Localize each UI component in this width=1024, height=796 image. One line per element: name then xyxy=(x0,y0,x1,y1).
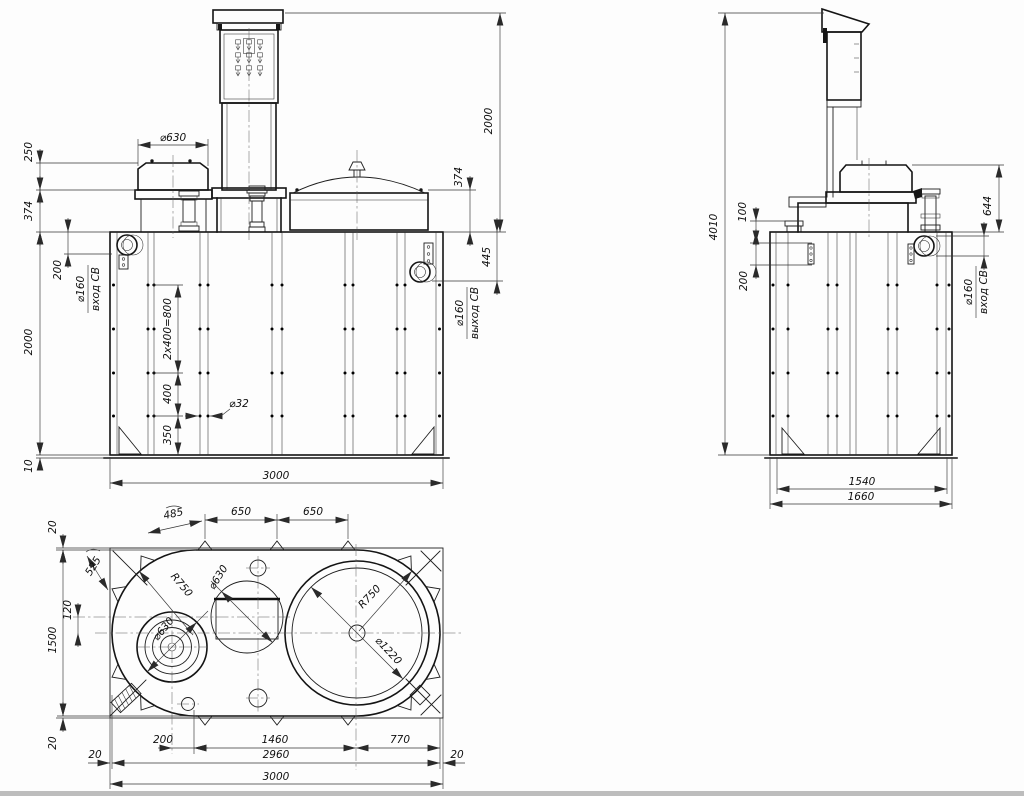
side-stub-pipe xyxy=(784,220,804,233)
front-tank-body xyxy=(103,231,450,459)
dim-inner-width: 1540 xyxy=(849,476,876,488)
side-riser-pipe xyxy=(913,188,941,233)
inlet-label: вход СВ xyxy=(90,267,102,311)
side-inlet-label: вход СВ xyxy=(978,270,990,314)
dim-span-1460: 1460 xyxy=(262,734,289,746)
side-tank-body xyxy=(764,231,958,459)
dim-base-thickness: 10 xyxy=(23,459,35,473)
dim-total-width: 3000 xyxy=(263,771,290,783)
side-view: 4010 100 200 644 ⌀160 вход СВ 1540 1660 xyxy=(708,7,1004,509)
side-cabinet xyxy=(821,7,871,198)
dim-dome-height: 374 xyxy=(453,167,465,187)
dim-row-bottom: 350 xyxy=(162,425,174,445)
dim-tank-height: 2000 xyxy=(23,328,35,355)
dim-outlet-drop: 445 xyxy=(481,247,493,267)
tank-shell-outline xyxy=(111,549,441,717)
dim-stub-height: 100 xyxy=(737,202,749,222)
inlet-callout: ⌀160 вход СВ xyxy=(75,265,102,313)
dim-off-200: 200 xyxy=(153,734,173,746)
control-cabinet xyxy=(212,9,284,104)
dim-gap-bottom: 20 xyxy=(47,736,59,750)
dim-span-770: 770 xyxy=(390,734,410,746)
outlet-label: выход СВ xyxy=(469,287,481,339)
dim-lid-diameter: ⌀630 xyxy=(160,132,187,144)
outlet-fitting xyxy=(409,242,437,283)
dim-offset-120: 120 xyxy=(62,600,74,620)
side-brackets xyxy=(807,243,915,265)
service-lid xyxy=(134,159,213,233)
dim-radius-left: R750 xyxy=(168,571,195,600)
side-inlet-fitting xyxy=(913,235,941,257)
outlet-diameter: ⌀160 xyxy=(454,300,466,327)
dim-tank-width: 3000 xyxy=(263,470,290,482)
dome-cover xyxy=(289,161,429,231)
dim-inlet-drop: 200 xyxy=(52,260,64,280)
inlet-pipe-plan xyxy=(110,682,142,714)
vent-cap xyxy=(246,185,268,233)
dim-span-2960: 2960 xyxy=(263,749,290,761)
small-holes xyxy=(181,559,268,711)
dim-body-width: 1500 xyxy=(47,626,59,653)
dim-hole-diameter: ⌀32 xyxy=(229,398,249,410)
dim-radius-right: R750 xyxy=(356,583,384,611)
front-dimensions: ⌀630 250 374 2000 10 200 ⌀160 вход СВ xyxy=(23,12,506,489)
side-inlet-callout: ⌀160 вход СВ xyxy=(963,266,990,318)
mount-tabs xyxy=(111,540,441,726)
screenshot-edge-artifact xyxy=(0,791,1024,796)
dim-rows-span: 2x400=800 xyxy=(162,298,174,360)
dim-total-height: 4010 xyxy=(708,213,720,240)
corner-pad xyxy=(409,684,431,706)
rib-holes xyxy=(771,283,951,418)
side-inlet-diameter: ⌀160 xyxy=(963,279,975,306)
side-dimensions: 4010 100 200 644 ⌀160 вход СВ 1540 1660 xyxy=(708,12,1004,509)
dim-bracket-span: 200 xyxy=(738,271,750,291)
dim-mast-height: 2000 xyxy=(483,107,495,134)
dim-gap-left: 20 xyxy=(88,749,102,761)
dim-row-step: 400 xyxy=(162,384,174,404)
outlet-callout: ⌀160 выход СВ xyxy=(454,287,481,339)
dim-arc-485: 485 xyxy=(162,506,184,522)
front-view: ⌀630 250 374 2000 10 200 ⌀160 вход СВ xyxy=(23,9,506,489)
flanged-pipe xyxy=(178,190,200,232)
dim-lid-height: 250 xyxy=(23,142,35,162)
dim-dia-manhole: ⌀1220 xyxy=(373,635,405,668)
inlet-diameter: ⌀160 xyxy=(75,276,87,303)
dim-gap-top: 20 xyxy=(47,520,59,534)
dim-collar-height: 374 xyxy=(23,201,35,221)
dim-gap-right: 20 xyxy=(450,749,464,761)
plan-view: 650 650 485 525 20 1500 20 120 R750 xyxy=(47,505,465,789)
dim-pitch-1: 650 xyxy=(231,506,251,518)
corner-braces xyxy=(109,550,442,717)
dim-pitch-2: 650 xyxy=(303,506,323,518)
dim-arc-525: 525 xyxy=(83,554,104,578)
inlet-fitting xyxy=(116,234,144,270)
side-lid-assembly xyxy=(784,160,941,233)
dim-lid-height: 644 xyxy=(982,196,994,216)
dim-outer-width: 1660 xyxy=(848,491,875,503)
